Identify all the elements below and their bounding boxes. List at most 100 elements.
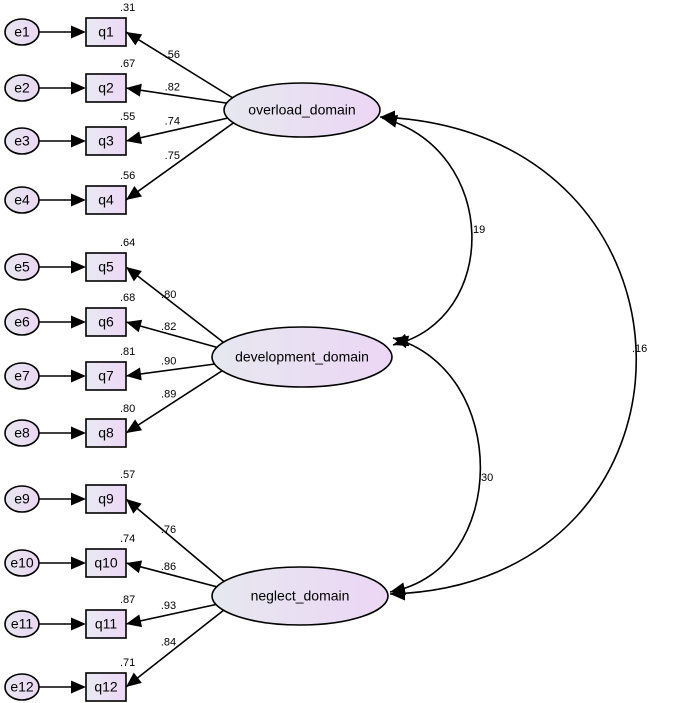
- loading-arrowhead-q5: [126, 267, 142, 282]
- loading-arrowhead-q6: [126, 319, 143, 333]
- item-label-q6: q6: [98, 314, 114, 330]
- loading-label-q12: .84: [161, 636, 176, 648]
- error-label-e8: e8: [14, 425, 30, 441]
- item-label-q9: q9: [98, 491, 114, 507]
- loading-label-q3: .74: [165, 116, 180, 128]
- item-label-q10: q10: [94, 555, 118, 571]
- error-label-e9: e9: [14, 491, 30, 507]
- error-circle-e7: [4, 362, 40, 390]
- item-label-q11: q11: [95, 616, 118, 632]
- error-label-e4: e4: [14, 192, 30, 208]
- error-circle-e10: [4, 549, 40, 577]
- r2-label-q3: .55: [120, 111, 135, 123]
- item-label-q7: q7: [98, 368, 114, 384]
- error-label-e5: e5: [14, 259, 30, 275]
- error-arrowhead-e6: [71, 315, 86, 329]
- item-box-q4: [85, 185, 127, 215]
- error-arrowhead-e1: [71, 25, 86, 39]
- error-circle-e11: [4, 610, 40, 638]
- error-circle-e1: [4, 18, 40, 46]
- r2-label-q11: .87: [120, 594, 135, 606]
- error-circle-e2: [4, 74, 40, 102]
- loading-path-q4: [125, 113, 247, 201]
- item-label-q4: q4: [98, 192, 114, 208]
- loading-label-q8: .89: [161, 389, 176, 401]
- nodes-layer: [4, 17, 393, 702]
- correlation-arrowhead-a-1: [393, 335, 410, 349]
- item-label-q5: q5: [98, 259, 114, 275]
- error-label-e6: e6: [14, 314, 30, 330]
- r2-label-q1: .31: [120, 2, 135, 14]
- loading-arrowhead-q7: [126, 367, 142, 381]
- loading-label-q11: .93: [161, 600, 176, 612]
- r2-label-q12: .71: [120, 657, 135, 669]
- loading-arrowhead-q12: [126, 672, 142, 687]
- loading-label-q4: .75: [165, 150, 180, 162]
- item-label-q8: q8: [98, 425, 114, 441]
- item-box-q11: [85, 609, 127, 639]
- loading-label-q9: .76: [161, 524, 176, 536]
- loading-path-q3: [125, 113, 247, 142]
- correlation-arc-1: [389, 337, 482, 593]
- r2-label-q9: .57: [120, 469, 135, 481]
- error-arrowhead-e12: [71, 680, 86, 694]
- item-box-q5: [85, 252, 127, 282]
- item-label-q1: q1: [98, 24, 114, 40]
- loading-arrowhead-q10: [126, 560, 143, 574]
- error-circle-e5: [4, 253, 40, 281]
- error-arrowhead-e5: [71, 260, 86, 274]
- item-box-q3: [85, 126, 127, 156]
- latent-ellipse-development_domain: [211, 326, 393, 388]
- item-box-q12: [85, 672, 127, 702]
- error-label-e1: e1: [14, 24, 30, 40]
- item-box-q1: [85, 17, 127, 47]
- correlation-arrowhead-b-2: [390, 587, 405, 601]
- r2-label-q7: .81: [120, 346, 135, 358]
- r2-label-q8: .80: [120, 403, 135, 415]
- loading-arrowhead-q8: [126, 419, 143, 433]
- loading-arrowhead-q2: [126, 83, 142, 97]
- loading-path-q12: [125, 599, 238, 688]
- correlation-arrowhead-a-2: [380, 110, 395, 124]
- error-arrowhead-e11: [71, 617, 86, 631]
- loading-arrowhead-q4: [126, 185, 142, 200]
- error-circle-e3: [4, 127, 40, 155]
- error-label-e10: e10: [10, 555, 34, 571]
- error-arrowhead-e7: [71, 369, 86, 383]
- latent-ellipse-overload_domain: [223, 82, 381, 138]
- loading-path-q8: [125, 360, 238, 434]
- loading-path-q1: [125, 31, 247, 107]
- item-box-q10: [85, 548, 127, 578]
- error-label-e12: e12: [10, 679, 34, 695]
- r2-label-q5: .64: [120, 237, 135, 249]
- loading-label-q6: .82: [161, 321, 176, 333]
- error-arrowhead-e4: [71, 193, 86, 207]
- loading-arrowhead-q11: [126, 614, 143, 628]
- correlation-arc-2: [379, 116, 638, 595]
- error-arrowhead-e8: [71, 426, 86, 440]
- loading-arrowhead-q1: [126, 32, 143, 46]
- error-circle-e9: [4, 485, 40, 513]
- item-label-q3: q3: [98, 133, 114, 149]
- item-label-q2: q2: [98, 80, 114, 96]
- error-arrowhead-e3: [71, 134, 86, 148]
- error-label-e2: e2: [14, 80, 30, 96]
- loading-label-q7: .90: [161, 356, 176, 368]
- item-box-q7: [85, 361, 127, 391]
- loading-path-q5: [125, 266, 238, 354]
- loading-label-q2: .82: [165, 81, 180, 93]
- item-label-q12: q12: [94, 679, 118, 695]
- loading-path-q9: [125, 498, 238, 593]
- error-arrowhead-e2: [71, 81, 86, 95]
- r2-label-q6: .68: [120, 292, 135, 304]
- latent-label-overload_domain: overload_domain: [248, 102, 355, 118]
- loading-arrowhead-q3: [126, 131, 143, 145]
- labels-layer: overload_domaindevelopment_domainneglect…: [10, 2, 647, 695]
- item-box-q2: [85, 73, 127, 103]
- error-circle-e8: [4, 419, 40, 447]
- correlation-label-0: .19: [470, 224, 485, 236]
- latent-label-neglect_domain: neglect_domain: [251, 588, 350, 604]
- r2-label-q4: .56: [120, 170, 135, 182]
- loading-label-q5: .80: [161, 289, 176, 301]
